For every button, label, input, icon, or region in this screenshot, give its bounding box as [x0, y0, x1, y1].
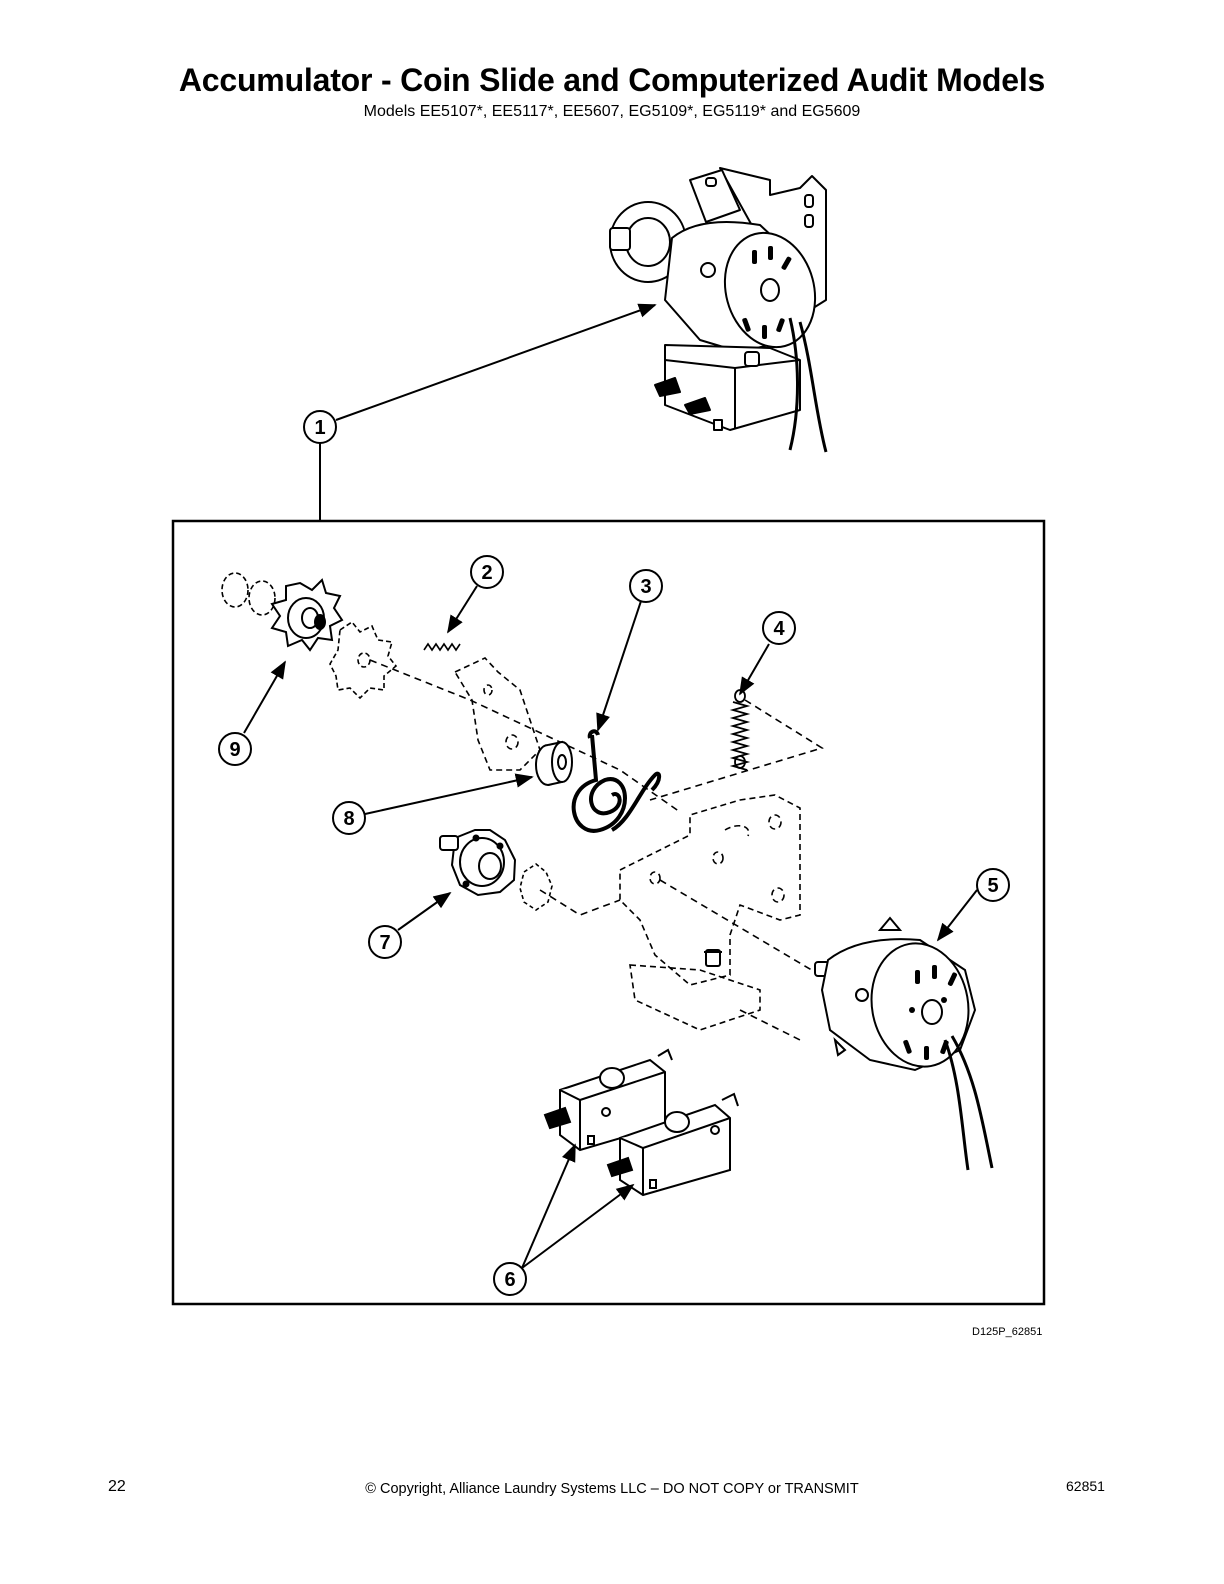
- callout-3: 3: [629, 569, 663, 603]
- callout-leader-lines: [243, 585, 978, 1269]
- extension-spring-illustration: [729, 689, 751, 771]
- callout-4: 4: [762, 611, 796, 645]
- exploded-view-frame: [171, 519, 1046, 1306]
- callout-7: 7: [368, 925, 402, 959]
- callout-5: 5: [976, 868, 1010, 902]
- page-subtitle: Models EE5107*, EE5117*, EE5607, EG5109*…: [363, 103, 861, 120]
- sprocket-illustration: [270, 578, 344, 652]
- cam-hub-illustration: [439, 829, 517, 897]
- callout-7-label: 7: [379, 932, 390, 954]
- cam-plate-illustration: [453, 657, 541, 771]
- callout-1-label: 1: [314, 417, 325, 439]
- callout-9: 9: [218, 732, 252, 766]
- document-number: 62851: [1066, 1478, 1105, 1494]
- retaining-clips-illustration: [221, 572, 398, 700]
- callout-6-label: 6: [504, 1269, 515, 1291]
- bushing-illustration: [535, 740, 573, 786]
- torsion-spring-illustration: [571, 729, 662, 833]
- drawing-code: D125P_62851: [972, 1326, 1043, 1338]
- callout-2: 2: [470, 555, 504, 589]
- accumulator-assembly-illustration: [609, 167, 828, 453]
- page-number: 22: [108, 1478, 126, 1495]
- small-spring-illustration: [423, 642, 461, 652]
- callout-2-label: 2: [481, 562, 492, 584]
- callout-5-label: 5: [987, 875, 998, 897]
- mounting-bracket-illustration: [619, 794, 801, 1031]
- bracket-screw-illustration: [704, 949, 722, 967]
- callout-8-label: 8: [343, 808, 354, 830]
- small-gear-illustration: [519, 863, 553, 911]
- callout-6: 6: [493, 1262, 527, 1296]
- switch-illustration-upper: [543, 1048, 673, 1152]
- callout-4-label: 4: [773, 618, 785, 640]
- callout-8: 8: [332, 801, 366, 835]
- callout-3-label: 3: [640, 576, 651, 598]
- page-title: Accumulator - Coin Slide and Computerize…: [178, 62, 1046, 98]
- copyright-notice: © Copyright, Alliance Laundry Systems LL…: [365, 1481, 859, 1497]
- callout-1: 1: [303, 410, 337, 444]
- assembly-guide-lines: [369, 659, 824, 1041]
- callout-9-label: 9: [229, 739, 240, 761]
- motor-illustration: [814, 916, 994, 1171]
- switch-illustration-lower: [606, 1092, 739, 1197]
